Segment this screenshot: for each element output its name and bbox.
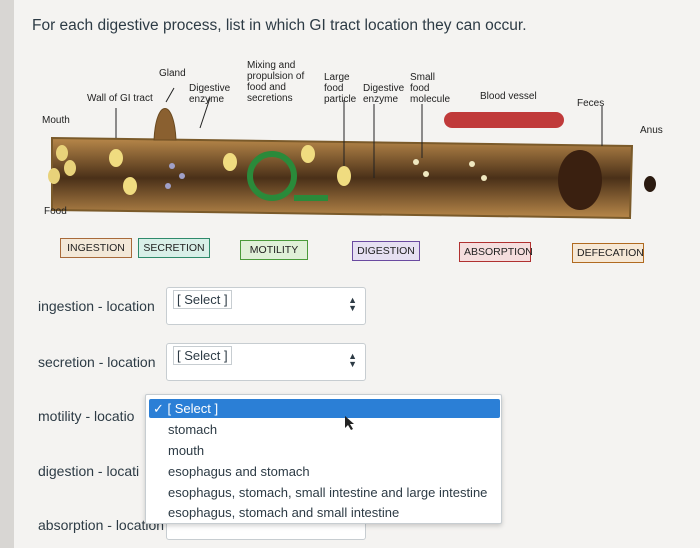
feces-mass (558, 150, 602, 210)
small-molecule-label: Small food molecule (410, 72, 451, 105)
enzyme-dot (179, 173, 185, 179)
pointer-line (199, 97, 211, 129)
digestion-tag: DIGESTION (352, 241, 420, 261)
mixing-label: Mixing and propulsion of food and secret… (247, 60, 305, 104)
mouse-cursor-icon (345, 416, 354, 430)
gi-tract-illustration (48, 87, 656, 220)
mixing-arrow (247, 151, 297, 201)
food-particle (337, 166, 351, 186)
wall-label: Wall of GI tract (87, 93, 153, 104)
digestive-enzyme-label: Digestive enzyme (363, 83, 405, 105)
food-particle (123, 177, 137, 195)
enzyme-dot (169, 163, 175, 169)
molecule-dot (481, 175, 487, 181)
food-particle (109, 149, 123, 167)
expelled-feces (644, 176, 656, 192)
pointer-line (165, 87, 175, 103)
motility-location-label: motility - locatio (38, 408, 135, 424)
motility-location-dropdown[interactable]: ✓ [ Select ] stomach mouth esophagus and… (145, 394, 502, 524)
gland-shape (153, 108, 177, 141)
food-label: Food (44, 206, 67, 217)
ingestion-tag: INGESTION (60, 238, 132, 258)
mouth-label: Mouth (42, 115, 70, 126)
dropdown-option[interactable]: mouth (168, 443, 205, 458)
feces-label: Feces (577, 98, 605, 109)
select-value: [ Select ] (173, 290, 232, 309)
molecule-dot (469, 161, 475, 167)
select-value: [ Select ] (173, 346, 232, 365)
food-particle (64, 160, 76, 176)
food-particle (56, 145, 68, 161)
absorption-tag: ABSORPTION (459, 242, 533, 262)
select-arrows-icon: ▲▼ (348, 351, 357, 369)
gi-tract-figure: Gland Wall of GI tract Digestive enzyme … (32, 58, 672, 278)
enzyme-label: Digestive enzyme (189, 83, 231, 105)
gland-label: Gland (159, 68, 186, 79)
dropdown-option[interactable]: esophagus and stomach (168, 464, 310, 479)
secretion-location-label: secretion - location (38, 354, 156, 370)
secretion-location-select[interactable]: [ Select ] ▲▼ (166, 343, 366, 381)
ingestion-location-select[interactable]: [ Select ] ▲▼ (166, 287, 366, 325)
ingestion-location-label: ingestion - location (38, 298, 155, 314)
food-particle (223, 153, 237, 171)
large-particle-label: Large food particle (324, 72, 357, 105)
food-particle (48, 168, 60, 184)
digestion-location-label: digestion - locati (38, 463, 140, 479)
dropdown-option[interactable]: esophagus, stomach, small intestine and … (168, 485, 488, 500)
molecule-dot (413, 159, 419, 165)
dropdown-option[interactable]: esophagus, stomach and small intestine (168, 505, 400, 520)
select-arrows-icon: ▲▼ (348, 295, 357, 313)
blood-vessel-shape (444, 112, 564, 128)
absorption-location-label: absorption - location (38, 517, 165, 533)
blood-vessel-label: Blood vessel (480, 91, 537, 102)
secretion-tag: SECRETION (138, 238, 210, 258)
dropdown-option[interactable]: ✓ [ Select ] (149, 399, 500, 418)
defecation-tag: DEFECATION (572, 243, 644, 263)
motility-tag: MOTILITY (240, 240, 308, 260)
question-title: For each digestive process, list in whic… (32, 17, 527, 34)
enzyme-dot (165, 183, 171, 189)
anus-label: Anus (640, 125, 663, 136)
molecule-dot (423, 171, 429, 177)
food-particle (301, 145, 315, 163)
dropdown-option[interactable]: stomach (168, 422, 218, 437)
